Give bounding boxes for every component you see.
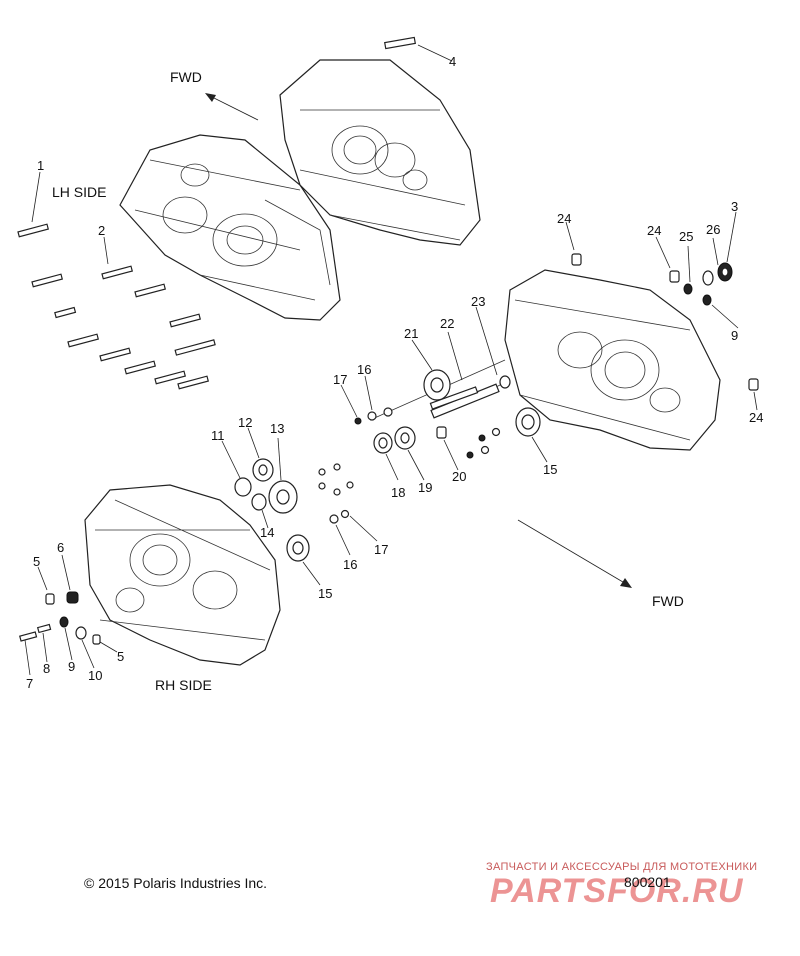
callout-10: 10 [88, 668, 102, 683]
callout-22: 22 [440, 316, 454, 331]
bolts-1-2 [17, 223, 216, 390]
callout-1: 1 [37, 158, 44, 173]
watermark-tagline: ЗАПЧАСТИ И АКСЕССУАРЫ ДЛЯ МОТОТЕХНИКИ [486, 861, 758, 873]
callout-15b: 15 [318, 586, 332, 601]
spacer-23 [499, 375, 511, 389]
callout-21: 21 [404, 326, 418, 341]
lh-side-label: LH SIDE [52, 184, 106, 200]
shaft-assembly [369, 359, 511, 421]
seal-3 [683, 283, 693, 295]
bearing-14 [251, 493, 267, 511]
callout-15a: 15 [543, 462, 557, 477]
callout-8: 8 [43, 661, 50, 676]
dowel-20 [436, 426, 447, 439]
callout-13: 13 [270, 421, 284, 436]
fwd-label-top: FWD [170, 69, 202, 85]
callout-12: 12 [238, 415, 252, 430]
callout-9b: 9 [731, 328, 738, 343]
shaft-22 [429, 386, 479, 410]
bearing-19 [394, 426, 416, 450]
right-crankcase-half [504, 269, 721, 451]
fwd-arrow-bottom [517, 519, 632, 588]
rh-side-label: RH SIDE [155, 677, 212, 693]
bearing-18 [373, 432, 393, 454]
document-number: 800201 [624, 874, 671, 890]
callout-5a: 5 [33, 554, 40, 569]
fwd-arrow-top [205, 93, 259, 121]
callout-4: 4 [449, 54, 456, 69]
bearing-25 [702, 270, 714, 286]
dowel-24-c [748, 378, 759, 391]
bearing-13 [268, 480, 298, 514]
callout-17a: 17 [333, 372, 347, 387]
bushing-9-upper [702, 294, 712, 306]
watermark-brand: PARTSFOR.RU [490, 872, 744, 910]
bolt-4 [384, 36, 416, 50]
callout-7: 7 [26, 676, 33, 691]
callout-3: 3 [731, 199, 738, 214]
dowel-24-b [669, 270, 680, 283]
callout-24a: 24 [557, 211, 571, 226]
washer-11 [234, 477, 252, 497]
bearing-21 [423, 369, 451, 401]
callout-11: 11 [211, 428, 225, 443]
rh-crankcase-half [84, 484, 281, 666]
callout-26: 26 [706, 222, 720, 237]
bearing-26 [717, 262, 733, 282]
callout-14: 14 [260, 525, 274, 540]
callout-5b: 5 [117, 649, 124, 664]
callout-19: 19 [418, 480, 432, 495]
lh-crankcase-half [119, 134, 341, 321]
callout-25: 25 [679, 229, 693, 244]
upper-crankcase-half [279, 59, 481, 246]
fwd-label-bottom: FWD [652, 593, 684, 609]
callout-6: 6 [57, 540, 64, 555]
callout-2: 2 [98, 223, 105, 238]
callout-16b: 16 [343, 557, 357, 572]
callout-24b: 24 [647, 223, 661, 238]
callout-24c: 24 [749, 410, 763, 425]
seal-15-right [515, 407, 541, 437]
callout-20: 20 [452, 469, 466, 484]
dowel-24-a [571, 253, 582, 266]
callout-16a: 16 [357, 362, 371, 377]
lower-left-small-parts [19, 591, 101, 645]
callout-23: 23 [471, 294, 485, 309]
callout-17b: 17 [374, 542, 388, 557]
bearing-12 [252, 458, 274, 482]
fasteners-16-17-upper [354, 407, 501, 459]
leader-lines [24, 44, 758, 676]
fasteners-16-17-lower [318, 463, 354, 524]
seal-15-left [286, 534, 310, 562]
copyright-notice: © 2015 Polaris Industries Inc. [84, 875, 268, 891]
callout-9a: 9 [68, 659, 75, 674]
callout-18: 18 [391, 485, 405, 500]
